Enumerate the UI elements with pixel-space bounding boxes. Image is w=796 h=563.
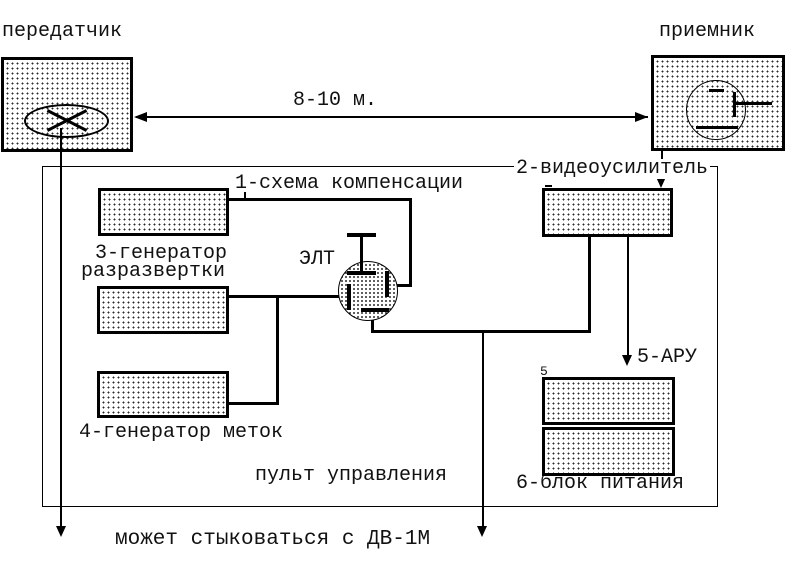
distance-label: 8-10 м. xyxy=(293,89,378,112)
crt-inner-top-bar xyxy=(347,271,376,275)
crt-label: ЭЛТ xyxy=(299,248,336,271)
block3-label-line1: 3-генератор xyxy=(95,242,228,265)
wire-center-down xyxy=(482,332,484,526)
wire-block1-horizontal xyxy=(227,198,411,201)
receiver-tube-icon xyxy=(686,80,746,140)
block5-corner-digit: 5 xyxy=(540,364,548,379)
tube-anode-bar xyxy=(733,92,736,117)
tube-grid-bar xyxy=(696,126,738,129)
wire-block2-down xyxy=(588,235,591,333)
footnote-label: может стыковаться с ДВ-1М xyxy=(115,528,431,551)
receiver-arrowhead xyxy=(656,177,666,188)
wire-crt-bottom-stem xyxy=(371,310,374,332)
wire-block4-horizontal xyxy=(227,402,279,405)
transmitter-label: передатчик xyxy=(2,20,123,43)
wire-crt-bottom-horizontal xyxy=(371,330,590,333)
transmitter-down-arrowhead xyxy=(56,526,66,537)
distance-arrowhead-left xyxy=(134,112,147,122)
block-1-compensation xyxy=(98,188,229,236)
block6-label: 6-блок питания xyxy=(516,472,685,495)
crt-top-stem xyxy=(360,235,363,273)
control-panel-frame xyxy=(42,166,718,507)
block-5-agc xyxy=(542,377,675,425)
wire-block2-to-block5 xyxy=(627,237,629,355)
distance-arrow-line xyxy=(136,116,648,118)
block3-label-line2: разразвертки xyxy=(81,260,226,283)
control-panel-label: пульт управления xyxy=(255,464,448,487)
block1-tick-mark xyxy=(244,192,246,199)
block-6-power-supply xyxy=(542,427,675,476)
block2-tick-mark xyxy=(545,185,552,187)
wire-block3-horizontal xyxy=(227,295,350,298)
block1-label: 1-схема компенсации xyxy=(235,172,464,195)
block4-label: 4-генератор меток xyxy=(79,421,284,444)
wire-transmitter-down xyxy=(60,128,62,526)
wire-crt-right-lead xyxy=(387,284,412,287)
block-2-video-amplifier xyxy=(542,188,673,237)
antenna-icon xyxy=(24,104,109,138)
wire-branch-to-block4 xyxy=(276,295,279,405)
center-down-arrowhead xyxy=(477,526,487,537)
block5-arrowhead xyxy=(622,355,632,366)
wire-block1-vertical xyxy=(409,198,412,287)
block-4-mark-generator xyxy=(97,371,229,418)
block5-label: 5-АРУ xyxy=(637,346,698,369)
crt-right-electrode xyxy=(385,271,389,297)
tube-anode-lead xyxy=(736,102,772,105)
tube-cathode-bar xyxy=(709,89,724,92)
distance-arrowhead-right xyxy=(635,112,648,122)
crt-left-electrode xyxy=(347,284,351,310)
block-3-sweep-generator xyxy=(97,286,229,334)
crt-bottom-electrode xyxy=(361,308,389,312)
block2-label: 2-видеоусилитель xyxy=(514,157,711,180)
receiver-label: приемник xyxy=(659,20,756,43)
